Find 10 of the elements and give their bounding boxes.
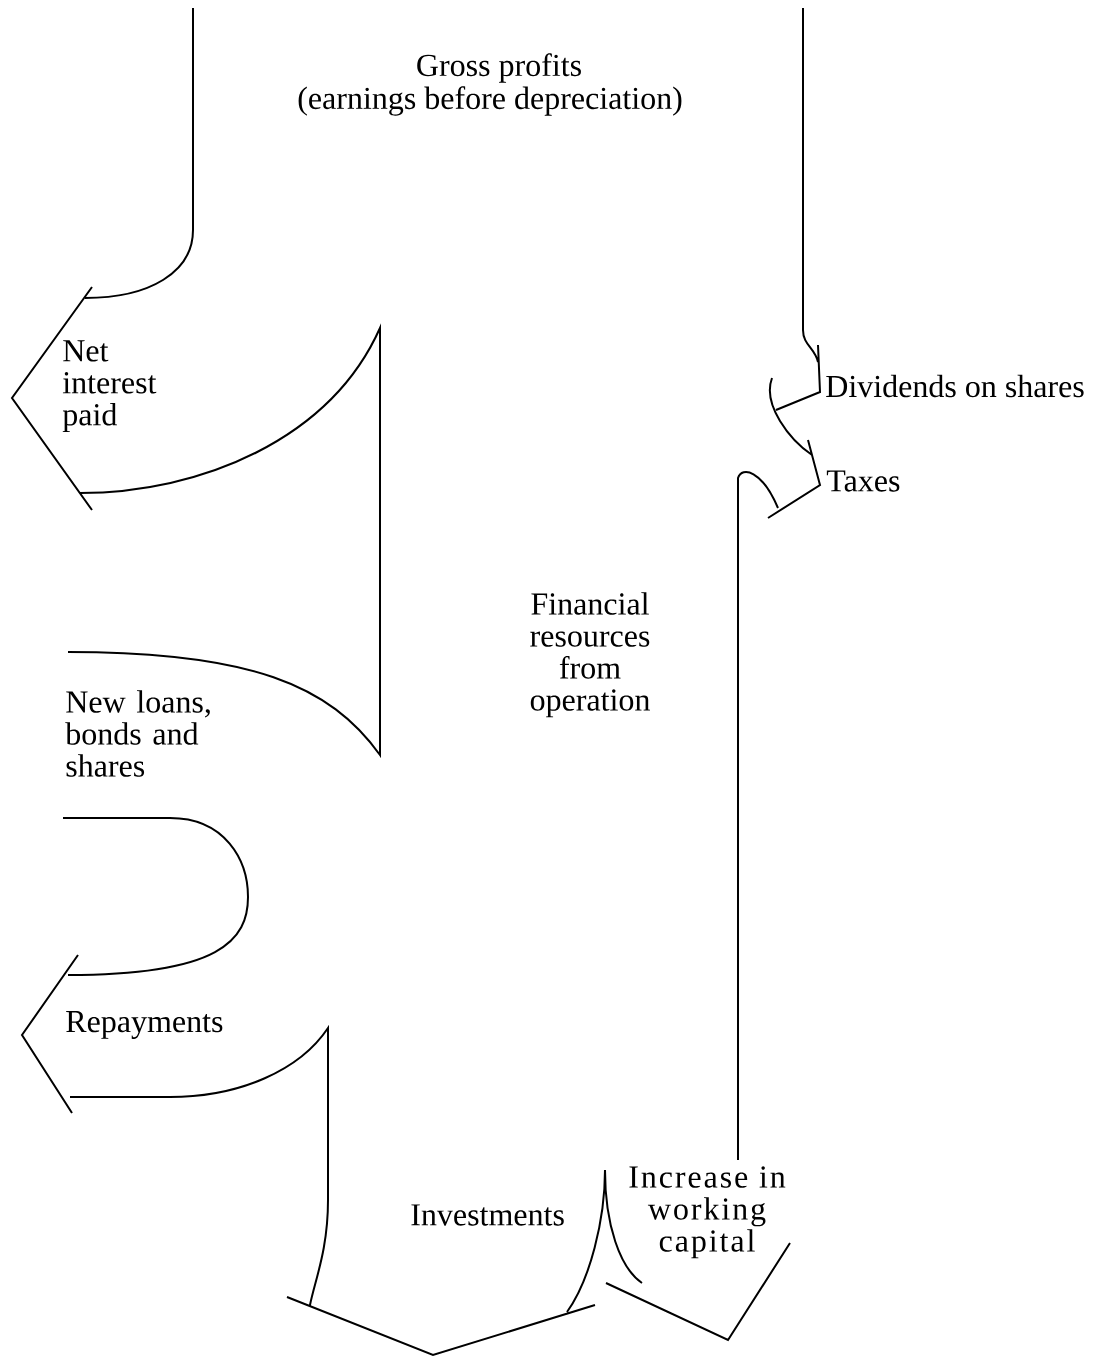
flow-label: Financial resources from operation [530,592,650,718]
flow-label: (earnings before depreciation) [298,86,682,116]
flow-label: Taxes [826,470,900,492]
flow-label: Net interest paid [62,340,157,433]
flow-label: Increase in working capital [629,1166,786,1259]
flow-label: Dividends on shares [826,374,1084,398]
flow-label: Gross profits [417,53,581,83]
flow-label: Repayments [66,1011,223,1039]
flow-label: Investments [411,1204,564,1226]
flow-label: New loans, bonds and shares [65,690,210,777]
